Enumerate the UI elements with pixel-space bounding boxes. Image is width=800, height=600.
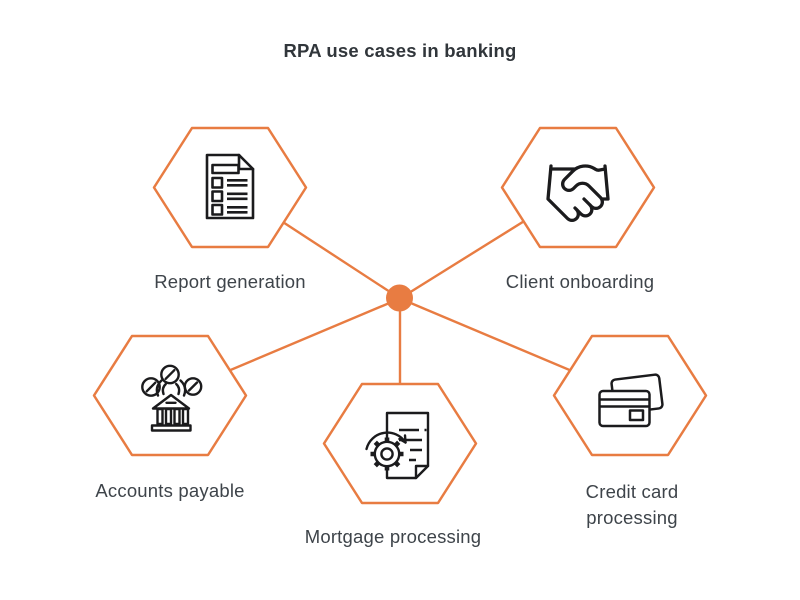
report-document-icon — [205, 153, 255, 220]
node-label-report-generation: Report generation — [154, 271, 306, 292]
node-report-generation — [152, 126, 308, 249]
node-accounts-payable — [92, 334, 248, 457]
node-credit-card-processing — [552, 334, 708, 457]
document-gear-icon — [365, 411, 430, 480]
node-mortgage-processing — [322, 382, 478, 505]
node-label-client-onboarding: Client onboarding — [505, 271, 655, 292]
node-label-accounts-payable: Accounts payable — [95, 480, 245, 501]
diagram-title: RPA use cases in banking — [283, 40, 517, 61]
handshake-icon — [546, 164, 610, 222]
hexagon-outline — [152, 126, 308, 249]
bank-coins-icon — [141, 364, 203, 432]
hexagon-outline — [500, 126, 656, 249]
node-label-mortgage-processing: Mortgage processing — [304, 526, 482, 547]
credit-cards-icon — [598, 373, 664, 428]
hub-dot — [386, 284, 413, 312]
node-label-credit-card-processing: Credit card processing — [585, 481, 679, 528]
hexagon-outline — [322, 382, 478, 505]
node-client-onboarding — [500, 126, 656, 249]
